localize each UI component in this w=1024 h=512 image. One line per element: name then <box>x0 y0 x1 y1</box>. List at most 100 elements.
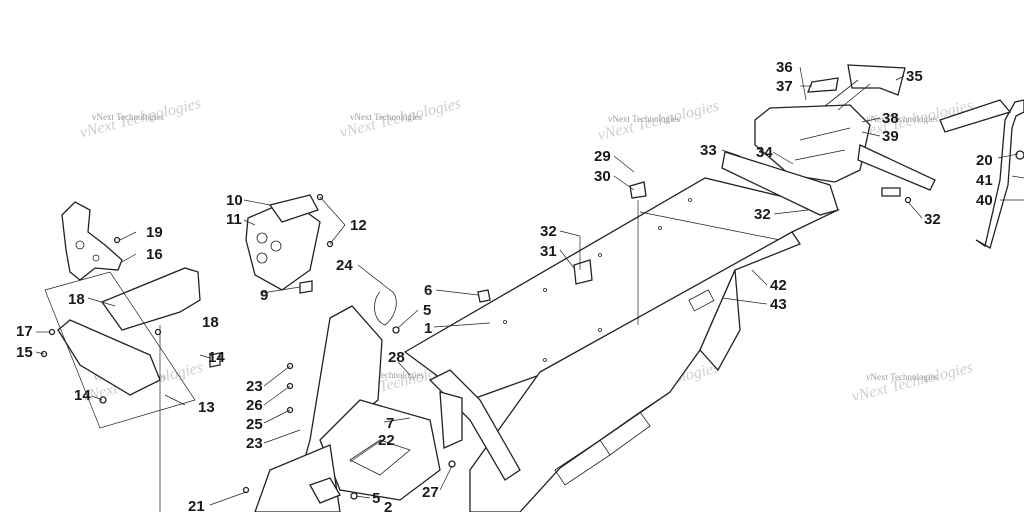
callout-1: 1 <box>424 320 432 337</box>
tunnel-rear-brace <box>699 269 741 372</box>
callout-19: 19 <box>146 224 163 241</box>
watermark: vNext Technologies <box>92 112 164 122</box>
callout-15: 15 <box>16 344 33 361</box>
bracket-plate <box>100 267 201 331</box>
seat-base <box>754 104 871 183</box>
callout-43: 43 <box>770 296 787 313</box>
callout-26: 26 <box>246 397 263 414</box>
handle-clip <box>807 77 839 93</box>
rivet <box>658 226 662 230</box>
bulkhead-cross-member <box>319 399 441 501</box>
callout-37: 37 <box>776 78 793 95</box>
callout-14: 14 <box>208 349 225 366</box>
bumper-tube <box>975 99 1024 249</box>
callout-33: 33 <box>700 142 717 159</box>
callout-35: 35 <box>906 68 923 85</box>
nut-5 <box>392 326 400 334</box>
callout-32: 32 <box>540 223 557 240</box>
callout-18: 18 <box>68 291 85 308</box>
callout-38: 38 <box>882 110 899 127</box>
assembly-outline-13 <box>44 271 196 429</box>
bolt-21 <box>242 486 250 494</box>
callout-6: 6 <box>424 282 432 299</box>
rivet <box>598 328 602 332</box>
clip-31 <box>573 259 593 285</box>
bumper-fastener <box>1015 150 1024 160</box>
watermark: vNext Technologies <box>866 372 938 382</box>
handle-posts <box>824 79 871 111</box>
watermark-ghost: vNext Technologies <box>850 359 975 406</box>
watermark: vNext Technologies <box>350 112 422 122</box>
callout-30: 30 <box>594 168 611 185</box>
rear-bracket <box>857 144 936 191</box>
bulkhead-cutout <box>349 439 411 476</box>
callout-32: 32 <box>754 206 771 223</box>
grommet <box>309 477 341 504</box>
callout-39: 39 <box>882 128 899 145</box>
callout-29: 29 <box>594 148 611 165</box>
leader-lines <box>35 66 1024 512</box>
cable-24 <box>374 289 397 326</box>
bracket-hole <box>270 240 282 252</box>
tunnel-label-plate <box>688 289 715 312</box>
bolt-17 <box>48 328 56 336</box>
nut-27 <box>448 460 456 468</box>
callout-23: 23 <box>246 435 263 452</box>
callout-31: 31 <box>540 243 557 260</box>
tunnel-assembly <box>403 177 840 512</box>
callout-7: 7 <box>386 415 394 432</box>
rivet <box>598 253 602 257</box>
callout-18: 18 <box>202 314 219 331</box>
bracket-hole <box>75 240 85 250</box>
washer-14 <box>209 352 221 368</box>
callout-16: 16 <box>146 246 163 263</box>
callout-10: 10 <box>226 192 243 209</box>
callout-36: 36 <box>776 59 793 76</box>
callout-21: 21 <box>188 498 205 512</box>
callout-11: 11 <box>226 211 242 228</box>
left-brackets <box>44 181 647 504</box>
bracket-hole <box>92 254 100 262</box>
grab-handle <box>847 64 906 96</box>
rivet <box>688 198 692 202</box>
callout-17: 17 <box>16 323 33 340</box>
rivet <box>543 358 547 362</box>
bolt-18 <box>154 328 162 336</box>
callout-5: 5 <box>372 490 380 507</box>
callout-labels: 1 2 5 5 6 7 9 10 11 12 13 14 14 15 16 17… <box>16 59 993 512</box>
nut-14 <box>99 396 107 404</box>
bracket-hole <box>256 252 268 264</box>
bumper-top-rail <box>939 99 1012 133</box>
callout-28: 28 <box>388 349 405 366</box>
rear-components <box>721 64 1024 249</box>
callout-42: 42 <box>770 277 787 294</box>
callout-5: 5 <box>423 302 431 319</box>
callout-34: 34 <box>756 144 773 161</box>
bulkhead-gusset <box>439 391 463 449</box>
callout-22: 22 <box>378 432 395 449</box>
callout-20: 20 <box>976 152 993 169</box>
callout-24: 24 <box>336 257 353 274</box>
bracket-hole <box>256 232 268 244</box>
mount-cap-10 <box>268 194 319 223</box>
bracket-spacer <box>881 187 901 197</box>
callout-14: 14 <box>74 387 91 404</box>
bolt-19 <box>113 236 121 244</box>
watermark: vNext Technologies <box>352 370 424 380</box>
clip-6 <box>477 289 491 303</box>
callout-23: 23 <box>246 378 263 395</box>
upper-bracket-16 <box>61 201 123 281</box>
tunnel-crease <box>639 211 791 243</box>
callout-25: 25 <box>246 416 263 433</box>
callout-32: 32 <box>924 211 941 228</box>
clip-30 <box>629 181 647 199</box>
rivet <box>503 320 507 324</box>
watermark: vNext Technologies <box>866 114 938 124</box>
callout-41: 41 <box>976 172 993 189</box>
rivet <box>543 288 547 292</box>
bolt-32 <box>904 196 912 204</box>
callout-2: 2 <box>384 499 392 512</box>
callout-40: 40 <box>976 192 993 209</box>
rear-mount-plate <box>721 151 839 216</box>
